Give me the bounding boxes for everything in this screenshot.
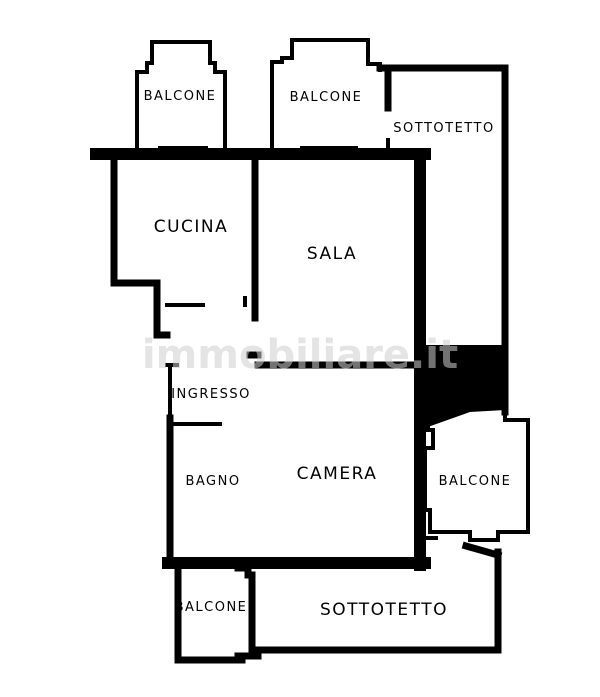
label-balcone-top-mid: BALCONE xyxy=(290,90,363,105)
label-ingresso: INGRESSO xyxy=(171,387,251,402)
label-balcone-right: BALCONE xyxy=(439,474,512,489)
bathroom-walls xyxy=(166,414,222,566)
balcony-top-mid-walls xyxy=(270,38,382,152)
attic-bottom-walls xyxy=(234,548,502,660)
attic-connector-wedge xyxy=(425,345,505,428)
main-top-wall xyxy=(90,146,431,160)
balcony-top-left-walls xyxy=(135,40,227,152)
kitchen-sala-partition xyxy=(243,154,259,322)
kitchen-walls xyxy=(110,154,205,418)
label-sottotetto-right: SOTTOTETTO xyxy=(393,121,494,136)
balcony-bottom-left-walls xyxy=(174,564,256,664)
sala-camera-wall xyxy=(246,351,422,369)
label-camera: CAMERA xyxy=(297,464,378,484)
label-sottotetto-bottom: SOTTOTETTO xyxy=(320,600,448,620)
balcony-right-walls xyxy=(423,410,530,560)
watermark: immobiliare.it xyxy=(142,332,458,378)
label-bagno: BAGNO xyxy=(185,474,240,489)
label-balcone-top-left: BALCONE xyxy=(144,89,217,104)
label-balcone-bottom-left: BALCONE xyxy=(175,600,248,615)
label-sala: SALA xyxy=(307,244,357,264)
label-cucina: CUCINA xyxy=(154,217,229,237)
